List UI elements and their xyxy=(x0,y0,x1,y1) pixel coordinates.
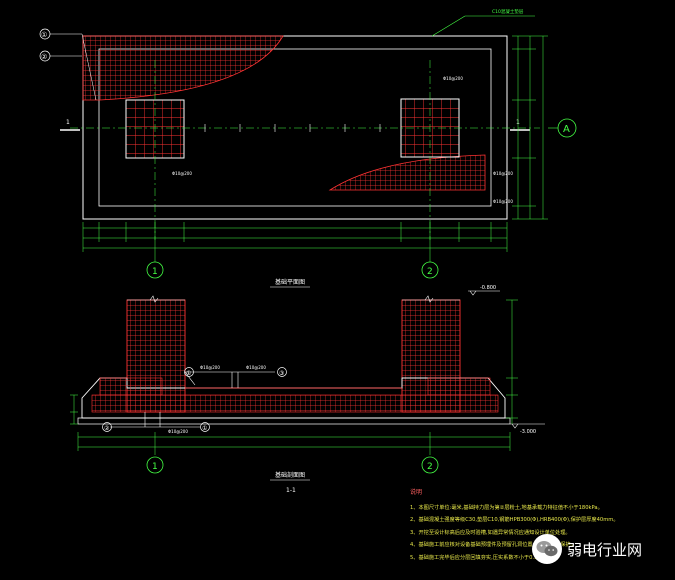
section-grid-bubble-2 xyxy=(421,456,439,474)
plan-rebar-label-b: Φ10@200 xyxy=(172,171,192,176)
notes-title: 说明 xyxy=(410,489,423,496)
notes-line: 1、本图尺寸单位:毫米,基础持力层为第②层粉土,地基承载力特征值不小于180kP… xyxy=(410,504,603,511)
section-subtitle: 1-1 xyxy=(286,487,296,494)
section-label-1: ① xyxy=(202,425,207,432)
watermark: 弱电行业网 xyxy=(532,534,642,564)
foundation-plan: 1 1 ① ② C10混凝土垫层 Φ10@200 Φ10@200 Φ10@200… xyxy=(39,8,577,288)
plan-inner-boundary xyxy=(98,48,492,207)
section-label-3: ③ xyxy=(279,370,284,377)
leader-1: ① xyxy=(41,31,47,39)
section-bubble-3 xyxy=(277,367,287,377)
axis-bubble-a xyxy=(557,118,577,138)
section-pedestal-left xyxy=(99,377,163,396)
section-mark-left: 1 xyxy=(66,119,70,126)
section-label-2: ② xyxy=(104,425,110,432)
leader-2: ② xyxy=(41,53,47,61)
section-pedestal-right xyxy=(427,377,491,396)
section-slab-rebar xyxy=(91,394,499,413)
plan-rebar-zone-top-left xyxy=(82,35,284,101)
design-notes: 说明 1、本图尺寸单位:毫米,基础持力层为第②层粉土,地基承载力特征值不小于18… xyxy=(410,487,672,564)
plan-outer-boundary xyxy=(82,35,508,220)
notes-line: 3、开挖至设计标高后应及时验槽,如遇异常情况应通知设计单位处理。 xyxy=(410,529,571,536)
section-grid-label-2: 2 xyxy=(427,462,433,472)
plan-rebar-label-d: Φ10@200 xyxy=(493,199,513,204)
notes-line: 4、基础施工前应核对设备基础预埋件及预留孔洞位置,施工时注意保护。 xyxy=(410,542,576,548)
section-elev-bottom: -3.000 xyxy=(520,429,536,435)
plan-callout-top-right: C10混凝土垫层 xyxy=(492,8,524,15)
section-rebar-label-a: Φ10@200 xyxy=(200,365,220,370)
axis-label-a: A xyxy=(563,124,570,135)
grid-bubble-1 xyxy=(146,261,164,279)
section-title: 基础剖面图 xyxy=(275,471,305,479)
plan-rebar-label-a: Φ10@200 xyxy=(443,76,463,81)
plan-rebar-zone-bottom-right xyxy=(328,154,486,191)
section-rebar-label-b: Φ10@200 xyxy=(246,365,266,370)
grid-bubble-2 xyxy=(421,261,439,279)
wechat-logo-icon xyxy=(532,534,562,564)
section-grid-label-1: 1 xyxy=(152,462,158,472)
notes-line: 5、基础施工完毕后应分层回填夯实,压实系数不小于0.94。 xyxy=(410,554,546,561)
section-grid-bubble-1 xyxy=(146,456,164,474)
section-bubble-1-top-label: ① xyxy=(186,370,191,377)
watermark-name: 弱电行业网 xyxy=(567,540,643,559)
plan-title: 基础平面图 xyxy=(275,278,305,286)
notes-line: 2、基础混凝土强度等级C30,垫层C10,钢筋HPB300(Φ),HRB400(… xyxy=(410,517,619,523)
section-bubble-2 xyxy=(102,422,112,432)
grid-label-2: 2 xyxy=(427,267,433,277)
foundation-section: ① ③ Φ10@200 Φ10@200 ② ① Φ10@200 -0.800 -… xyxy=(70,285,545,494)
section-elev-top: -0.800 xyxy=(480,285,496,291)
section-lean-concrete xyxy=(77,417,511,425)
section-rebar-label-c: Φ10@200 xyxy=(168,429,188,434)
plan-rebar-label-c: Φ10@200 xyxy=(493,171,513,176)
section-bubble-1 xyxy=(200,422,210,432)
grid-label-1: 1 xyxy=(152,267,158,277)
section-bubble-1-top xyxy=(184,367,194,377)
